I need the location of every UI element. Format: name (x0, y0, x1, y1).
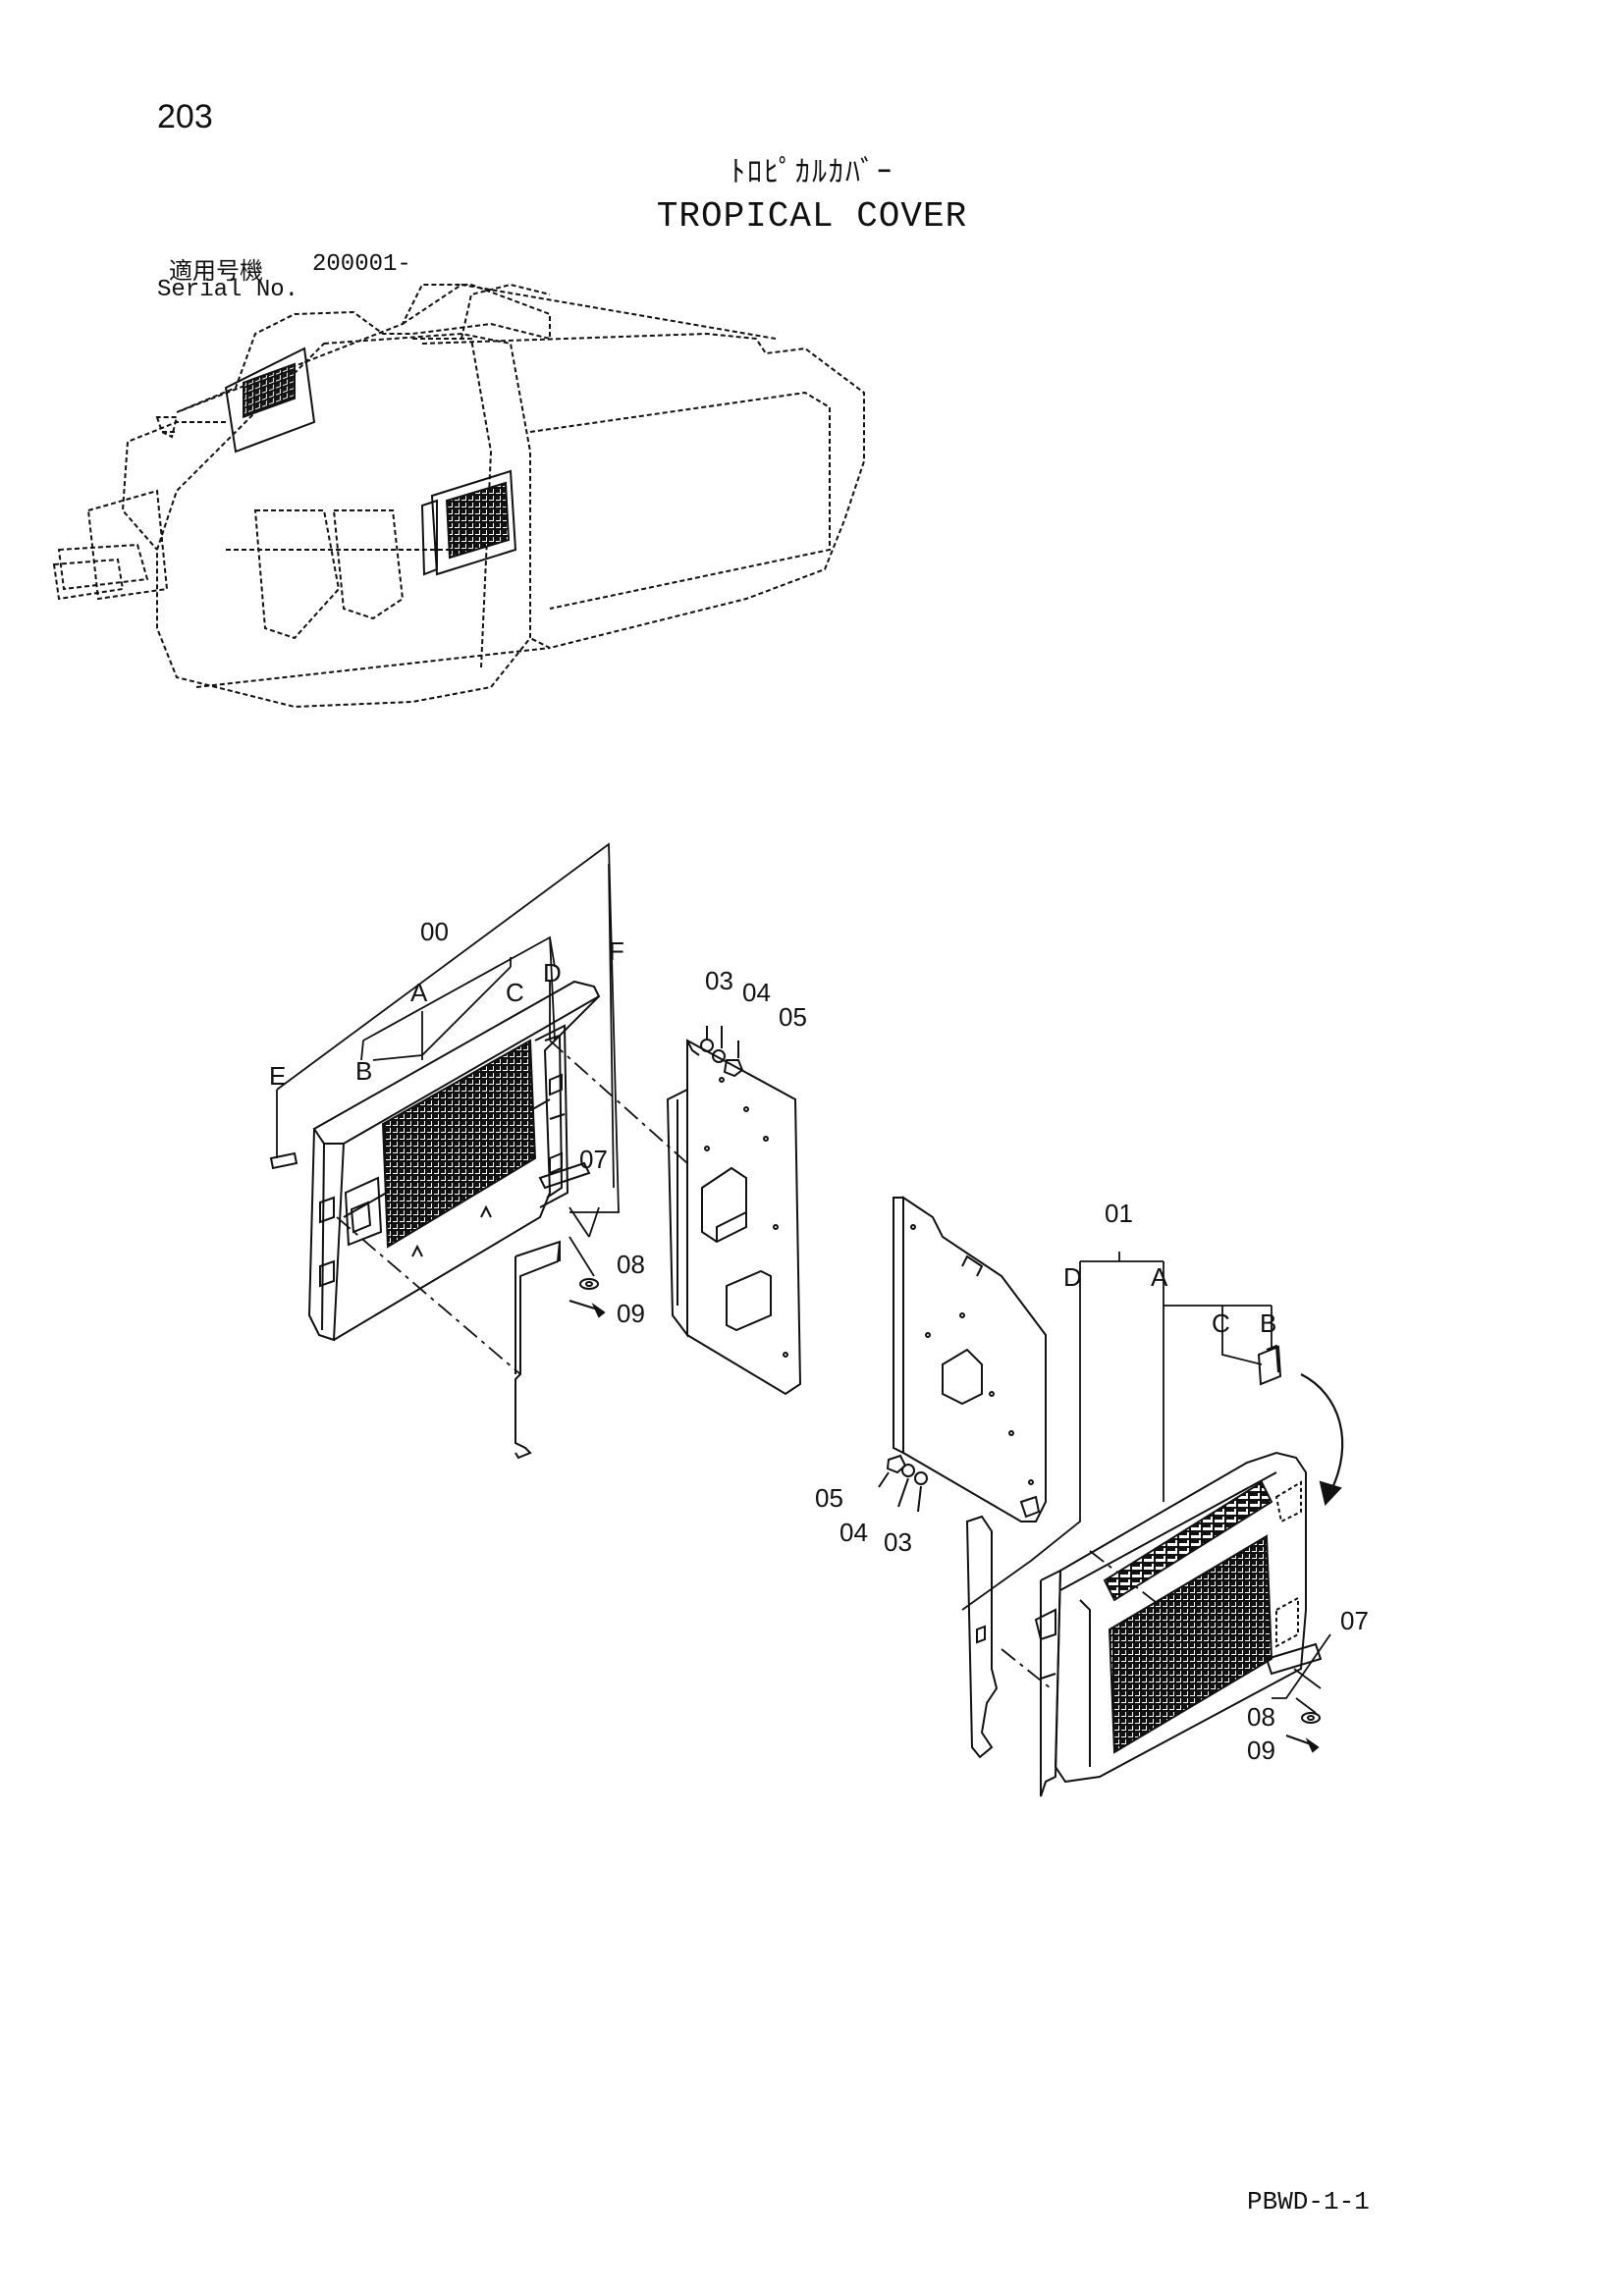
page-title: TROPICAL COVER (656, 196, 968, 237)
right-washer-08 (1301, 1712, 1321, 1724)
callout-08-right: 08 (1247, 1702, 1275, 1732)
left-pin-icon (269, 1151, 298, 1170)
label-right-B: B (1260, 1308, 1276, 1338)
callout-07-left: 07 (579, 1145, 608, 1174)
left-callout-lines (276, 842, 688, 1375)
callout-09-left: 09 (617, 1299, 645, 1328)
callout-04-left: 04 (742, 978, 771, 1007)
left-screw-09 (568, 1300, 606, 1318)
right-latch-icon (1257, 1344, 1282, 1386)
right-bracket-07 (1265, 1642, 1323, 1676)
right-tropical-cover-icon (1034, 1451, 1307, 1797)
label-left-C: C (506, 978, 524, 1007)
left-nut-hardware (700, 1026, 744, 1078)
serial-value: 200001- (312, 251, 411, 278)
callout-03-left: 03 (705, 966, 733, 995)
serial-label: Serial No. (157, 277, 299, 303)
serial-label-japanese: 適用号機 (169, 257, 263, 285)
callout-05-right: 05 (815, 1483, 843, 1513)
label-right-A: A (1151, 1262, 1168, 1292)
callout-08-left: 08 (617, 1250, 645, 1279)
right-screw-09 (1285, 1735, 1320, 1753)
label-right-D: D (1063, 1262, 1082, 1292)
left-washer-08 (579, 1278, 599, 1290)
left-tropical-cover-icon (307, 980, 601, 1342)
right-nut-hardware (878, 1454, 928, 1513)
callout-09-right: 09 (1247, 1735, 1275, 1765)
overview-rear-panel (224, 347, 316, 454)
callout-05-left: 05 (779, 1002, 807, 1032)
overview-side-panel (420, 469, 517, 576)
callout-01: 01 (1105, 1199, 1133, 1228)
label-left-D: D (543, 958, 562, 988)
label-right-C: C (1212, 1308, 1230, 1338)
callout-04-right: 04 (839, 1518, 868, 1547)
drawing-code: PBWD-1-1 (1247, 2187, 1370, 2216)
right-strap-icon (965, 1515, 999, 1759)
right-mounting-plate (893, 1196, 1047, 1522)
rotation-arrow-icon (1300, 1373, 1344, 1507)
callout-03-right: 03 (884, 1527, 912, 1557)
page-number: 203 (157, 98, 213, 135)
label-left-A: A (410, 978, 428, 1007)
mounting-plate-icon (666, 1039, 802, 1396)
label-left-E: E (269, 1061, 286, 1091)
excavator-overview-icon (52, 283, 865, 709)
label-left-B: B (355, 1056, 372, 1086)
left-strap-icon (514, 1161, 591, 1460)
label-left-F: F (609, 936, 624, 966)
callout-07-right: 07 (1340, 1606, 1369, 1635)
title-japanese: ﾄﾛﾋﾟｶﾙｶﾊﾞｰ (731, 155, 893, 189)
callout-00: 00 (420, 917, 449, 946)
